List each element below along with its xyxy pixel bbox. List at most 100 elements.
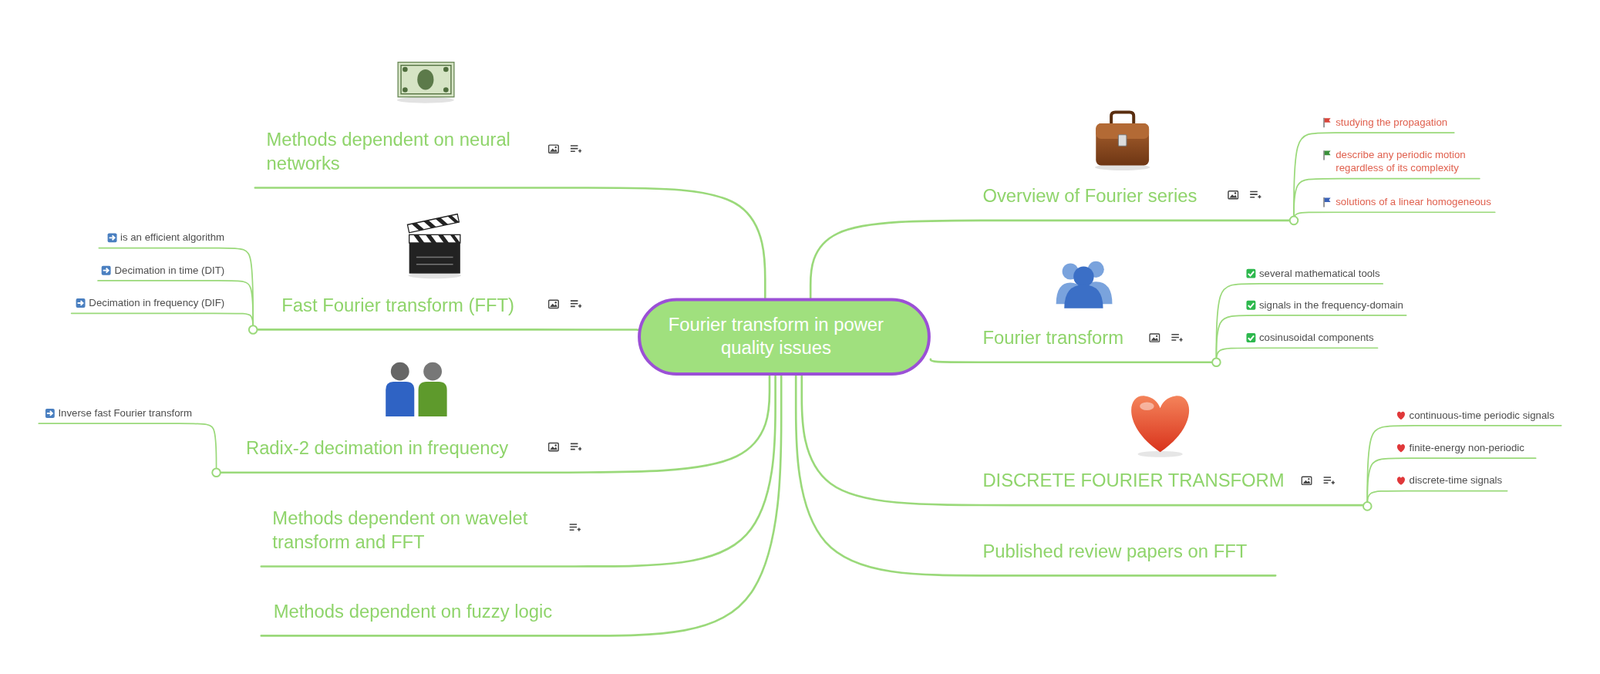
- image-icon: [549, 443, 560, 452]
- topic-text-group: Published review papers on FFT: [982, 538, 1247, 563]
- topic-row: Fourier transform: [982, 326, 1216, 350]
- branch-line: [1216, 315, 1406, 363]
- dollar-bill-icon: [397, 62, 455, 104]
- topic-text: studying the propagation: [1335, 115, 1448, 129]
- topic-text: Fast Fourier transform (FFT): [281, 293, 515, 317]
- topic-text-group: Inverse fast Fourier transform: [57, 406, 192, 420]
- clapper-lines: [416, 256, 454, 264]
- clapper-arm: [407, 214, 459, 233]
- branch-line: [71, 313, 254, 330]
- topic-row: Radix-2 decimation in frequency: [245, 436, 572, 460]
- topic-row: Methods dependent on fuzzy logic: [273, 599, 603, 623]
- junction-dot: [249, 325, 258, 334]
- bullet-icon: [1395, 442, 1406, 453]
- image-icon: [1301, 476, 1312, 485]
- briefcase-body: [1095, 123, 1149, 166]
- topic-row: cosinusoidal components: [1246, 330, 1378, 344]
- image-icon: [1228, 191, 1239, 199]
- branch-line: [930, 359, 1217, 363]
- topic-text: Fourier transform: [982, 326, 1124, 350]
- image-icon: [549, 299, 560, 308]
- topic-text: Methods dependent on neural networks: [266, 128, 547, 176]
- note-icon: [1171, 334, 1183, 342]
- topic-row: signals in the frequency-domain: [1246, 298, 1407, 312]
- topic-text: Radix-2 decimation in frequency: [245, 436, 509, 460]
- person-body: [1064, 284, 1103, 308]
- topic-text: several mathematical tools: [1259, 266, 1381, 280]
- topic-row: discrete-time signals: [1395, 474, 1507, 488]
- topic-row: Methods dependent on neural networks: [266, 128, 613, 176]
- junction-dot: [1290, 216, 1299, 226]
- branch-line: [98, 248, 253, 331]
- topic-text-group: Radix-2 decimation in frequency: [245, 436, 509, 460]
- main-topic: DISCRETE FOURIER TRANSFORM: [974, 458, 1368, 506]
- note-icon: [570, 300, 583, 308]
- branch-line: [38, 423, 216, 473]
- topic-row: solutions of a linear homogeneous: [1322, 195, 1496, 209]
- branch-line: [1293, 212, 1496, 221]
- branch-line: [1367, 458, 1536, 506]
- topic-text-group: Overview of Fourier series: [982, 184, 1197, 208]
- topic-text: Fourier transform in power quality issue…: [655, 313, 898, 361]
- main-topic: Overview of Fourier series: [974, 173, 1294, 221]
- topic-text-group: Methods dependent on wavelet transform a…: [272, 507, 563, 554]
- topic-row: Decimation in frequency (DIF): [71, 296, 226, 310]
- bill-corner: [402, 67, 408, 73]
- branch-line: [252, 328, 638, 331]
- topic-text-group: finite-energy non-periodic: [1409, 441, 1525, 455]
- briefcase-clasp: [1118, 134, 1127, 147]
- subtopic: cosinusoidal components: [1239, 327, 1378, 348]
- topic-text: is an efficient algorithm: [120, 231, 225, 245]
- topic-row: Methods dependent on wavelet transform a…: [272, 507, 602, 554]
- heart-highlight: [1139, 401, 1155, 411]
- topic-row: several mathematical tools: [1246, 266, 1383, 280]
- topic-text-group: cosinusoidal components: [1259, 330, 1375, 344]
- topic-row: finite-energy non-periodic: [1395, 441, 1536, 455]
- topic-text-group: studying the propagation: [1335, 115, 1448, 129]
- branch-line: [1367, 425, 1561, 506]
- central-topic: Fourier transform in power quality issue…: [637, 297, 931, 376]
- topic-text: discrete-time signals: [1409, 474, 1503, 488]
- topic-text: describe any periodic motion regardless …: [1335, 148, 1480, 175]
- note-icon: [569, 524, 581, 532]
- group-icon: [1056, 261, 1113, 309]
- main-topic: Methods dependent on wavelet transform a…: [261, 495, 603, 567]
- branch-line: [255, 187, 765, 298]
- bullet-icon: [107, 232, 118, 243]
- clapperboard-icon: [407, 214, 462, 280]
- subtopic: Decimation in frequency (DIF): [71, 293, 240, 314]
- branch-line: [1216, 347, 1378, 363]
- note-icon: [1323, 477, 1335, 485]
- topic-text: Published review papers on FFT: [982, 538, 1247, 563]
- note-icon: [1249, 192, 1262, 199]
- bill-corner: [443, 67, 449, 73]
- subtopic: Inverse fast Fourier transform: [38, 403, 204, 424]
- topic-row: Inverse fast Fourier transform: [44, 406, 204, 420]
- bullet-icon: [1395, 409, 1406, 420]
- topic-text-group: Fast Fourier transform (FFT): [281, 293, 515, 317]
- subtopic: describe any periodic motion regardless …: [1316, 144, 1480, 179]
- briefcase-handle: [1111, 112, 1134, 125]
- branch-line: [1293, 132, 1455, 221]
- topic-text-group: Fourier transform: [982, 326, 1124, 350]
- clapper-arm-stripes: [411, 214, 460, 233]
- note-icon: [570, 443, 583, 451]
- subtopic: is an efficient algorithm: [98, 227, 240, 248]
- subtopic: solutions of a linear homogeneous: [1316, 192, 1496, 213]
- topic-text: Decimation in frequency (DIF): [88, 296, 225, 310]
- topic-text-group: Methods dependent on neural networks: [266, 128, 547, 176]
- topic-text: continuous-time periodic signals: [1409, 408, 1555, 422]
- heart-shape: [1131, 395, 1190, 452]
- topic-text-group: Methods dependent on fuzzy logic: [273, 599, 553, 623]
- subtopic: continuous-time periodic signals: [1389, 404, 1561, 425]
- junction-dot: [1363, 501, 1372, 511]
- topic-row: Decimation in time (DIT): [97, 263, 225, 277]
- person-head: [1073, 266, 1094, 287]
- main-topic: Radix-2 decimation in frequency: [216, 425, 573, 473]
- topic-row: describe any periodic motion regardless …: [1322, 148, 1480, 175]
- topic-text-group: Fourier transform in power quality issue…: [655, 313, 898, 361]
- bullet-icon: [75, 297, 86, 308]
- bill-corner: [443, 87, 449, 93]
- icon-shadow: [397, 97, 455, 104]
